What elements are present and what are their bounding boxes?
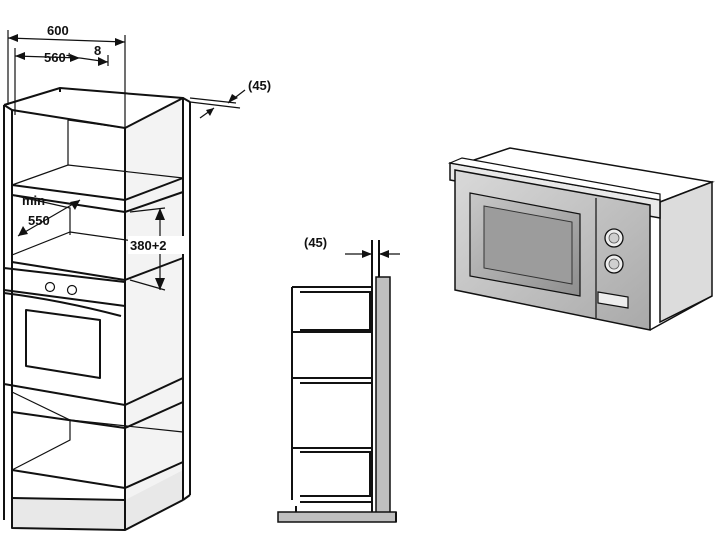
dimension-side-gap: (45)	[304, 235, 400, 258]
dimension-back-gap: (45)	[189, 78, 271, 119]
dimension-width-outer: 600	[7, 23, 126, 128]
oven	[3, 267, 184, 406]
dimension-380-label: 380+2	[130, 238, 167, 253]
oven-window	[25, 309, 101, 379]
dimension-width-inner: 560⁺ 8	[14, 43, 109, 115]
microwave-door-button	[597, 291, 629, 309]
side-section	[277, 240, 397, 523]
oven-knob-left	[44, 281, 56, 293]
tall-cabinet	[3, 87, 191, 531]
oven-knob-right	[66, 284, 78, 296]
dimension-600-label: 600	[47, 23, 69, 38]
dimension-height: 380+2	[128, 207, 184, 291]
built-in-microwave	[447, 147, 715, 331]
dimension-45-top-label: (45)	[248, 78, 271, 93]
shelf-profile	[291, 286, 372, 503]
dimension-560-label: 560⁺	[44, 50, 73, 65]
dimension-depth: min 550	[17, 193, 81, 237]
dimension-550-label: 550	[28, 213, 50, 228]
dimension-45-side-label: (45)	[304, 235, 327, 250]
dimension-min-label: min	[22, 193, 45, 208]
dimension-8-label: 8	[94, 43, 101, 58]
